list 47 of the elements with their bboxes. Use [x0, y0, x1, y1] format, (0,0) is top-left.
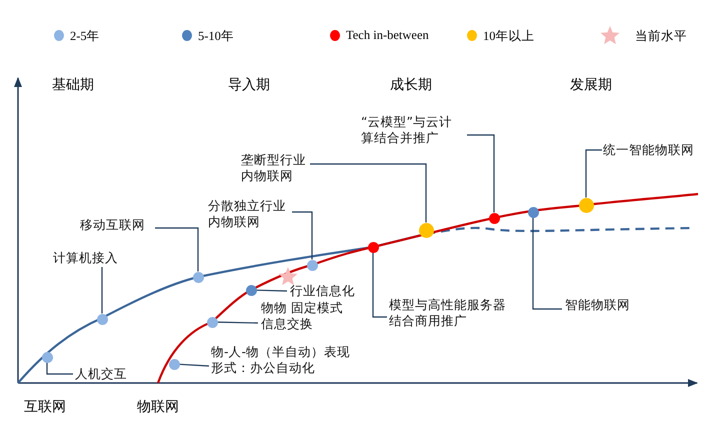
milestone-dot — [192, 272, 204, 282]
callout-label: 分散独立行业内物联网 — [208, 198, 287, 230]
milestone-dot — [246, 284, 256, 296]
axis-label: 物联网 — [137, 398, 179, 416]
callout-label: 统一智能物联网 — [603, 142, 695, 158]
leader-line — [256, 290, 288, 292]
leader-line — [46, 362, 73, 375]
axis-label: 互联网 — [24, 398, 66, 416]
callout-label: 人机交互 — [75, 366, 128, 382]
milestone-dot — [42, 352, 52, 362]
callout-label: 移动互联网 — [80, 217, 146, 233]
legend-label: 10年以上 — [483, 28, 534, 45]
milestone-dot — [96, 314, 108, 324]
phase-label: 基础期 — [52, 76, 94, 94]
leader-line — [292, 211, 313, 260]
callout-label: 物物 固定模式信息交换 — [261, 300, 344, 332]
legend-label: 当前水平 — [635, 28, 687, 45]
callout-label: 计算机接入 — [53, 250, 119, 266]
leader-line — [467, 134, 495, 212]
milestone-dot — [168, 358, 180, 370]
milestone-dot — [206, 316, 218, 328]
milestone-dot — [528, 206, 538, 218]
callout-label: 垄断型行业内物联网 — [241, 152, 307, 184]
milestone-dot — [418, 222, 434, 238]
leader-line — [372, 252, 387, 318]
phase-label: 成长期 — [390, 76, 432, 94]
leader-line — [310, 163, 427, 222]
phase-label: 导入期 — [228, 76, 270, 94]
legend-label: Tech in-between — [346, 28, 429, 43]
milestone-dot — [488, 212, 500, 224]
leader-line — [179, 364, 210, 367]
callout-label: 物-人-物（半自动）表现形式：办公自动化 — [211, 344, 351, 376]
milestone-dot — [306, 260, 318, 270]
callout-label: 智能物联网 — [565, 297, 631, 313]
legend-label: 5-10年 — [198, 28, 234, 45]
callout-label: 模型与高性能服务器结合商用推广 — [389, 297, 507, 329]
leader-line — [585, 149, 602, 198]
leader-line — [101, 267, 103, 314]
milestone-dot — [578, 198, 594, 212]
legend-label: 2-5年 — [70, 28, 100, 45]
leader-line — [532, 218, 562, 310]
callout-label: 行业信息化 — [290, 283, 356, 299]
callout-label: “云模型”与云计算结合并推广 — [361, 114, 453, 146]
leader-line — [217, 322, 258, 324]
phase-label: 发展期 — [570, 76, 612, 94]
milestone-dot — [368, 242, 378, 252]
leader-line — [155, 227, 199, 272]
